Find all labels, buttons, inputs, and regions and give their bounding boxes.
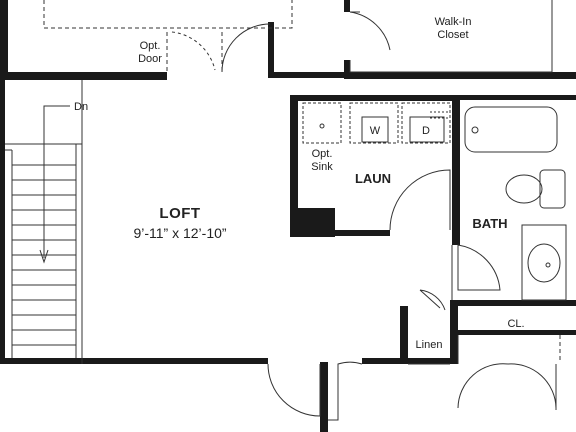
bottom-door-left-swing (267, 363, 321, 417)
opt-door-line1: Opt. (140, 40, 161, 52)
wall-top-mid (270, 72, 348, 78)
washer-box (361, 116, 389, 143)
dryer-vent (430, 111, 448, 119)
opt-door-line2: Door (138, 53, 162, 65)
opt-sink-outline (302, 102, 342, 144)
opt-sink-line1: Opt. (312, 148, 333, 160)
bath-door-swing (457, 244, 501, 291)
wall-laundry-left (290, 95, 298, 237)
walk-in-closet-line2: Closet (437, 29, 468, 41)
wall-top-left (0, 72, 167, 80)
closet-door-swing (349, 11, 391, 51)
sink-drain (545, 262, 551, 268)
wall-loft-bottom (0, 358, 268, 364)
stairs-down-label: Dn (74, 101, 88, 113)
wall-doorjamb (268, 22, 274, 78)
stair-arrow-line (43, 105, 70, 258)
stairs (5, 105, 83, 358)
wall-linen-right (450, 300, 458, 364)
bath-sink (527, 243, 561, 283)
wall-bottom-post (320, 362, 328, 432)
stair-arrow-head (39, 249, 49, 264)
laundry-name: LAUN (355, 171, 391, 186)
tub-drain (471, 126, 479, 134)
closet-jamb-lines (457, 335, 557, 410)
bath-name: BATH (472, 216, 507, 231)
wall-loft-left (0, 80, 5, 360)
opt-sink-line2: Sink (311, 161, 333, 173)
dryer-box (409, 116, 445, 143)
washer-label: W (370, 125, 381, 137)
wall-bottom-mid (362, 358, 402, 364)
walk-in-closet-line1: Walk-In (435, 16, 472, 28)
closet-bifold-swing (457, 363, 557, 409)
wall-closet-bottom (344, 72, 576, 79)
wall-linen-bottom (400, 358, 458, 364)
dryer-outline (401, 102, 451, 144)
toilet-tank (539, 169, 566, 209)
closet-name: CL. (507, 318, 524, 330)
wall-closet-left-bottom (344, 60, 350, 79)
opt-door-swing (221, 23, 271, 73)
dryer-label: D (422, 125, 430, 137)
bottom-door-mid-swing (328, 361, 363, 421)
opt-door-swing-2 (171, 31, 216, 71)
thin-lines (5, 0, 567, 421)
misc-lines (408, 245, 453, 365)
wall-closet-left-top (344, 0, 350, 12)
opt-sink-drain (319, 123, 325, 129)
toilet-bowl (505, 174, 543, 204)
loft-dimensions: 9’-11” x 12’-10” (133, 225, 226, 241)
wall-bath-top (452, 95, 576, 100)
bathtub (464, 106, 558, 153)
wall-linen-left (400, 306, 408, 364)
wall-bath-bottom (452, 300, 576, 306)
labels: LOFT 9’-11” x 12’-10” LAUN BATH Walk-In … (74, 16, 525, 351)
wall-closet-bottom-right (458, 330, 576, 335)
loft-name: LOFT (159, 205, 200, 222)
linen-name: Linen (416, 339, 443, 351)
wall-laundry-top (290, 95, 460, 101)
wall-laundry-bottom (298, 230, 390, 236)
washer-outline (349, 102, 399, 144)
linen-door-swing (419, 289, 446, 311)
laundry-door-swing (389, 169, 451, 231)
vanity (521, 224, 567, 301)
wall-laundry-right (452, 95, 460, 245)
opt-dashed-top (43, 0, 293, 29)
wall-left-upper (0, 0, 8, 80)
